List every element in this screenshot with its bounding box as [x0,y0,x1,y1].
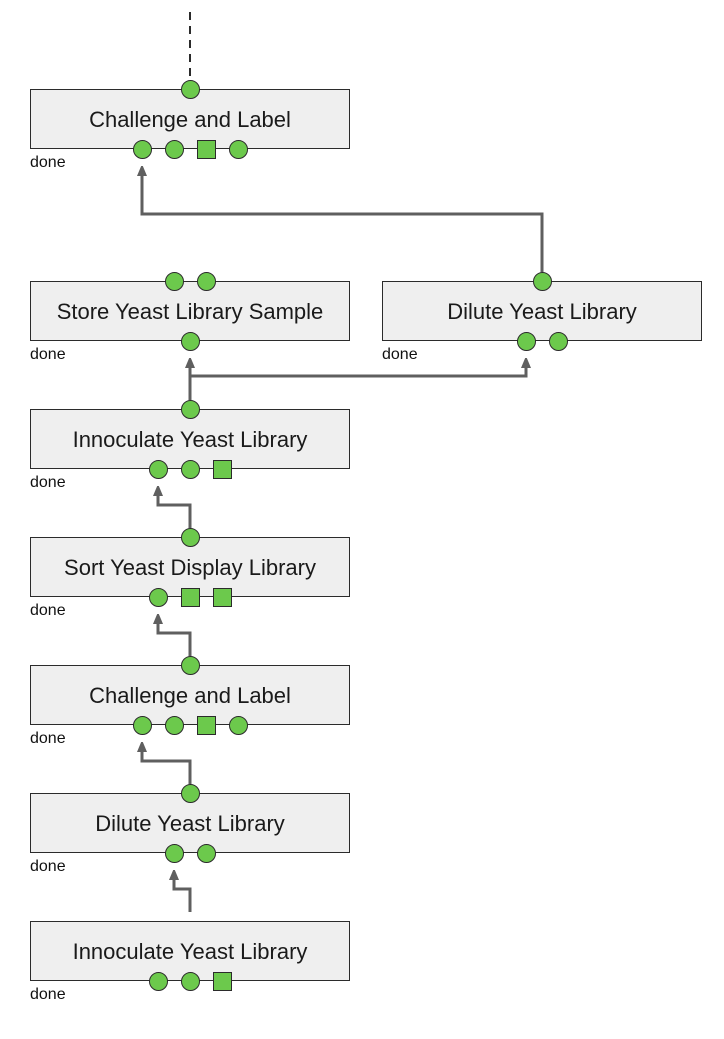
node-title: Dilute Yeast Library [95,811,285,836]
output-port[interactable] [548,331,568,351]
node-status: done [30,730,66,747]
output-port[interactable] [196,843,216,863]
output-port[interactable] [516,331,536,351]
output-port[interactable] [228,715,248,735]
node-challenge-and-label-lower[interactable]: Challenge and Label [30,665,350,725]
node-dilute-yeast-library-lower[interactable]: Dilute Yeast Library [30,793,350,853]
input-port[interactable] [196,271,216,291]
input-port[interactable] [180,655,200,675]
output-port[interactable] [132,139,152,159]
input-port[interactable] [180,527,200,547]
node-title: Innoculate Yeast Library [72,427,308,452]
wire-dilute-to-challenge[interactable] [142,170,544,272]
output-port[interactable] [196,715,216,735]
output-port[interactable] [164,843,184,863]
output-port[interactable] [212,971,232,991]
node-title: Sort Yeast Display Library [64,555,316,580]
output-port[interactable] [196,139,216,159]
output-port[interactable] [148,459,168,479]
output-port[interactable] [164,715,184,735]
wire-innoculate-to-dilute[interactable] [190,362,526,378]
wire-sort-to-innoculate[interactable] [158,490,192,528]
output-port[interactable] [180,587,200,607]
input-port[interactable] [180,399,200,419]
output-port[interactable] [148,971,168,991]
node-status: done [382,346,418,363]
wire-innoculate-to-dilute-lower[interactable] [174,874,192,912]
node-status: done [30,986,66,1003]
node-title: Dilute Yeast Library [447,299,637,324]
node-innoculate-yeast-library-bottom[interactable]: Innoculate Yeast Library [30,921,350,981]
node-status: done [30,602,66,619]
input-port[interactable] [164,271,184,291]
output-port[interactable] [148,587,168,607]
node-dilute-yeast-library-right[interactable]: Dilute Yeast Library [382,281,702,341]
node-challenge-and-label-top[interactable]: Challenge and Label [30,89,350,149]
output-port[interactable] [180,331,200,351]
node-sort-yeast-display-library[interactable]: Sort Yeast Display Library [30,537,350,597]
node-title: Innoculate Yeast Library [72,939,308,964]
node-status: done [30,474,66,491]
wire-challenge-to-sort[interactable] [158,618,192,656]
node-status: done [30,154,66,171]
output-port[interactable] [164,139,184,159]
input-port[interactable] [532,271,552,291]
output-port[interactable] [180,459,200,479]
output-port[interactable] [132,715,152,735]
output-port[interactable] [180,971,200,991]
input-port[interactable] [180,783,200,803]
node-title: Challenge and Label [89,683,291,708]
input-port[interactable] [180,79,200,99]
output-port[interactable] [212,587,232,607]
wire-dilute-to-challenge-lower[interactable] [142,746,192,784]
output-port[interactable] [228,139,248,159]
node-status: done [30,346,66,363]
node-title: Store Yeast Library Sample [56,299,324,324]
node-title: Challenge and Label [89,107,291,132]
output-port[interactable] [212,459,232,479]
node-innoculate-yeast-library[interactable]: Innoculate Yeast Library [30,409,350,469]
node-status: done [30,858,66,875]
